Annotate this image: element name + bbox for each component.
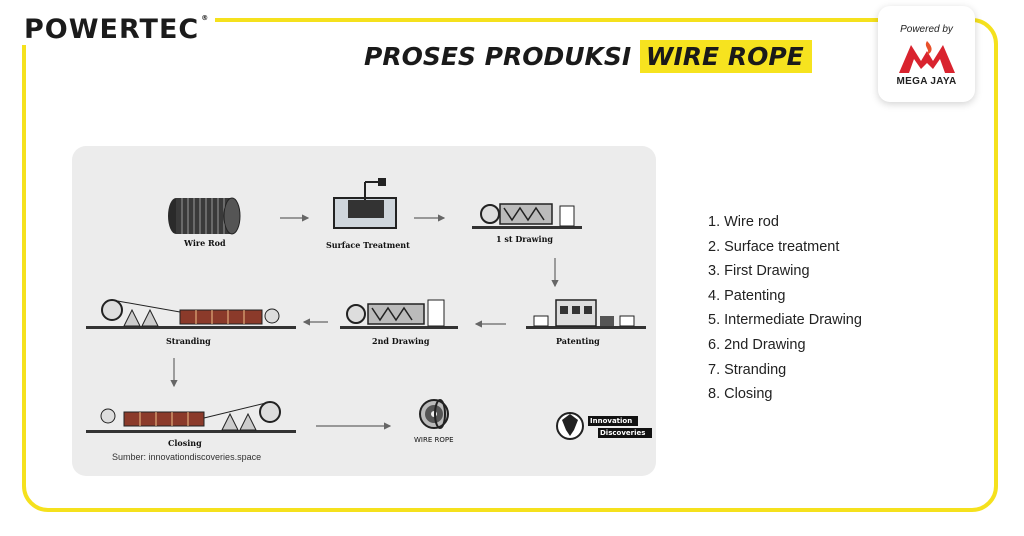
list-item: 6. 2nd Drawing [708, 336, 806, 353]
label-closing: Closing [168, 438, 202, 448]
page-title: PROSES PRODUKSI WIRE ROPE [364, 40, 812, 73]
page-frame [22, 18, 998, 512]
list-item: 4. Patenting [708, 287, 786, 304]
title-highlight: WIRE ROPE [639, 40, 812, 73]
wire-rope-reel-icon [419, 399, 449, 429]
list-item: 1. Wire rod [708, 214, 779, 230]
process-diagram: Wire Rod Surface Treatment 1 st Drawing … [72, 146, 656, 476]
label-wire-rod: Wire Rod [184, 238, 226, 248]
list-item: 8. Closing [708, 386, 773, 403]
powertec-logo: POWERTEC® [22, 14, 216, 45]
list-item: 7. Stranding [708, 361, 787, 378]
first-drawing-machine-icon [472, 203, 582, 229]
brand-name: POWERTEC [24, 14, 200, 45]
registered-mark: ® [201, 14, 210, 22]
list-item: 2. Surface treatment [708, 238, 840, 255]
source-logo-line2: Discoveries [600, 429, 646, 437]
wire-rod-icon [168, 197, 241, 235]
second-drawing-machine-icon [340, 299, 458, 329]
powered-by-text: Powered by [900, 24, 953, 35]
process-diagram-drawing [86, 178, 652, 440]
steps-list: 1. Wire rod 2. Surface treatment 3. Firs… [708, 210, 862, 407]
title-prefix: PROSES PRODUKSI [364, 42, 632, 71]
patenting-furnace-icon [526, 299, 646, 329]
label-wire-rope: WIRE ROPE [414, 436, 454, 444]
label-patenting: Patenting [556, 336, 600, 346]
source-credit: Sumber: innovationdiscoveries.space [112, 452, 262, 462]
mega-jaya-logo-icon [898, 41, 955, 73]
stranding-machine-icon [86, 299, 296, 329]
closing-machine-icon [86, 401, 296, 433]
label-first-drawing: 1 st Drawing [496, 234, 554, 244]
label-stranding: Stranding [166, 336, 211, 346]
surface-treatment-tank-icon [333, 178, 397, 229]
label-surface-treatment: Surface Treatment [326, 240, 410, 250]
source-logo-line1: Innovation [590, 417, 633, 425]
list-item: 5. Intermediate Drawing [708, 312, 862, 329]
list-item: 3. First Drawing [708, 263, 810, 280]
innovation-discoveries-logo-icon [556, 412, 652, 440]
company-name: MEGA JAYA [896, 76, 957, 87]
label-second-drawing: 2nd Drawing [372, 336, 430, 346]
powered-by-badge: Powered by MEGA JAYA [878, 6, 975, 102]
